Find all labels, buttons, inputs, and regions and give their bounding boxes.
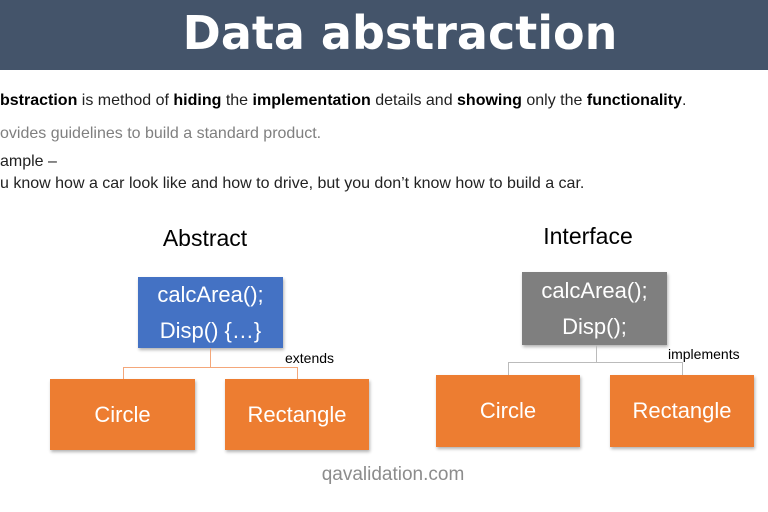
guidelines-line: ovides guidelines to build a standard pr… (0, 125, 322, 142)
connector (210, 348, 211, 368)
header-banner (0, 0, 768, 70)
connector (596, 345, 597, 363)
example-heading: ample – (0, 153, 57, 170)
connector (123, 367, 124, 379)
example-line: u know how a car look like and how to dr… (0, 175, 585, 192)
circle-box: Circle (436, 375, 580, 447)
implements-label: implements (668, 346, 740, 362)
method: calcArea(); (541, 277, 648, 303)
page-title: Data abstraction (182, 6, 618, 60)
rectangle-box: Rectangle (610, 375, 754, 447)
footer-watermark: qavalidation.com (321, 464, 465, 485)
connector (508, 362, 509, 375)
connector (682, 362, 683, 375)
method: Disp(); (562, 313, 627, 339)
circle-box: Circle (50, 379, 195, 450)
method: calcArea(); (157, 281, 264, 307)
definition-line: bstraction is method of hiding the imple… (0, 92, 687, 109)
connector (123, 367, 298, 368)
rectangle-box: Rectangle (225, 379, 369, 450)
abstract-label: Abstract (162, 225, 248, 251)
abstract-class-box: calcArea(); Disp() {…} (138, 277, 283, 348)
connector (508, 362, 683, 363)
interface-label: Interface (543, 223, 633, 249)
connector (297, 367, 298, 379)
extends-label: extends (285, 350, 335, 366)
method: Disp() {…} (159, 317, 262, 343)
interface-box: calcArea(); Disp(); (522, 272, 667, 345)
